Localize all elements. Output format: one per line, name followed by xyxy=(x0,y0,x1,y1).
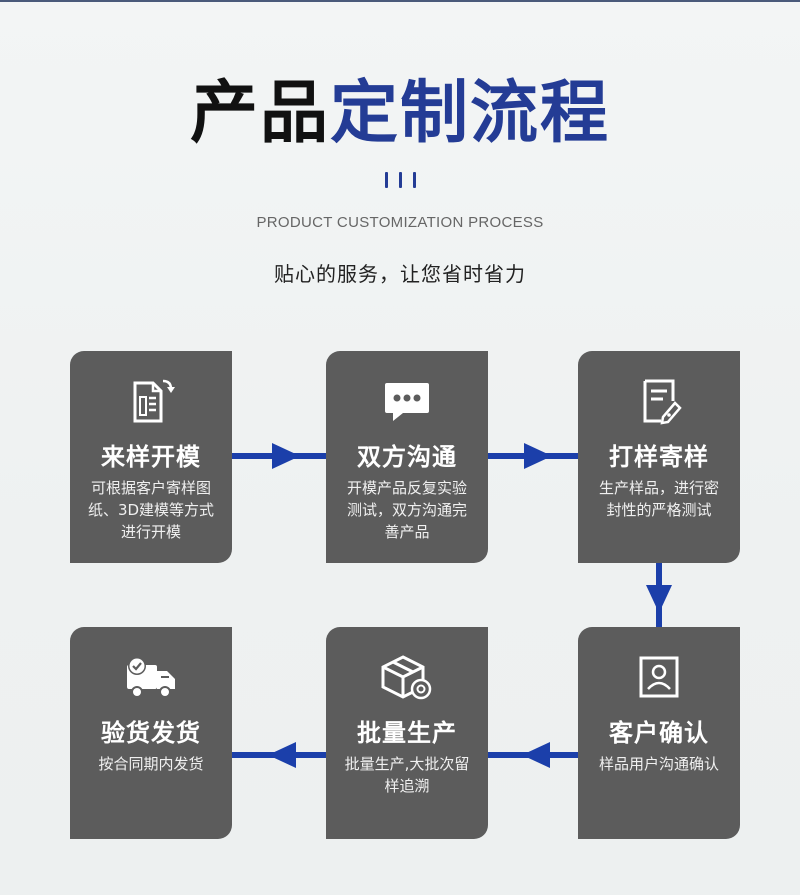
step-name: 批量生产 xyxy=(357,719,457,747)
step-card-customer-confirmation: 客户确认 样品用户沟通确认 xyxy=(578,627,740,839)
divider-mark xyxy=(399,172,402,188)
arrow-down-icon xyxy=(646,585,672,613)
step-description: 按合同期内发货 xyxy=(98,755,204,773)
step-name: 打样寄样 xyxy=(609,443,709,471)
arrow-connector-1-2 xyxy=(232,442,326,470)
arrow-right-icon xyxy=(524,443,552,469)
arrow-connector-2-3 xyxy=(488,442,578,470)
step-name: 验货发货 xyxy=(101,719,201,747)
arrow-connector-5-4 xyxy=(232,741,326,769)
chat-bubble-icon xyxy=(326,377,488,425)
title-divider-marks xyxy=(385,172,425,192)
step-name: 客户确认 xyxy=(609,719,709,747)
step-card-inspection-shipping: 验货发货 按合同期内发货 xyxy=(70,627,232,839)
edit-document-icon xyxy=(578,377,740,425)
divider-mark xyxy=(413,172,416,188)
top-border-line xyxy=(0,0,800,2)
step-card-mass-production: 批量生产 批量生产,大批次留样追溯 xyxy=(326,627,488,839)
id-card-icon xyxy=(578,653,740,701)
step-name: 双方沟通 xyxy=(357,443,457,471)
step-description: 批量生产,大批次留样追溯 xyxy=(344,755,470,795)
step-card-sample-molding: 来样开模 可根据客户寄样图纸、3D建模等方式进行开模 xyxy=(70,351,232,563)
package-gear-icon xyxy=(326,653,488,701)
step-description: 开模产品反复实验测试，双方沟通完善产品 xyxy=(346,479,467,541)
step-description: 可根据客户寄样图纸、3D建模等方式进行开模 xyxy=(87,479,215,541)
title-part-blue: 定制流程 xyxy=(330,74,611,153)
arrow-right-icon xyxy=(272,443,300,469)
delivery-truck-icon xyxy=(70,653,232,701)
arrow-connector-3-6 xyxy=(645,563,673,627)
subtitle-chinese: 贴心的服务，让您省时省力 xyxy=(274,262,526,286)
step-description: 生产样品，进行密封性的严格测试 xyxy=(598,479,719,519)
page-title: 产品定制流程 xyxy=(0,72,800,156)
step-description: 样品用户沟通确认 xyxy=(598,755,719,773)
step-name: 来样开模 xyxy=(101,443,201,471)
step-card-communication: 双方沟通 开模产品反复实验测试，双方沟通完善产品 xyxy=(326,351,488,563)
title-part-black: 产品 xyxy=(189,74,330,153)
arrow-left-icon xyxy=(522,742,550,768)
document-icon xyxy=(70,377,232,425)
divider-mark xyxy=(385,172,388,188)
arrow-connector-6-5 xyxy=(488,741,578,769)
subtitle-english: PRODUCT CUSTOMIZATION PROCESS xyxy=(256,214,544,231)
arrow-left-icon xyxy=(268,742,296,768)
step-card-sampling: 打样寄样 生产样品，进行密封性的严格测试 xyxy=(578,351,740,563)
